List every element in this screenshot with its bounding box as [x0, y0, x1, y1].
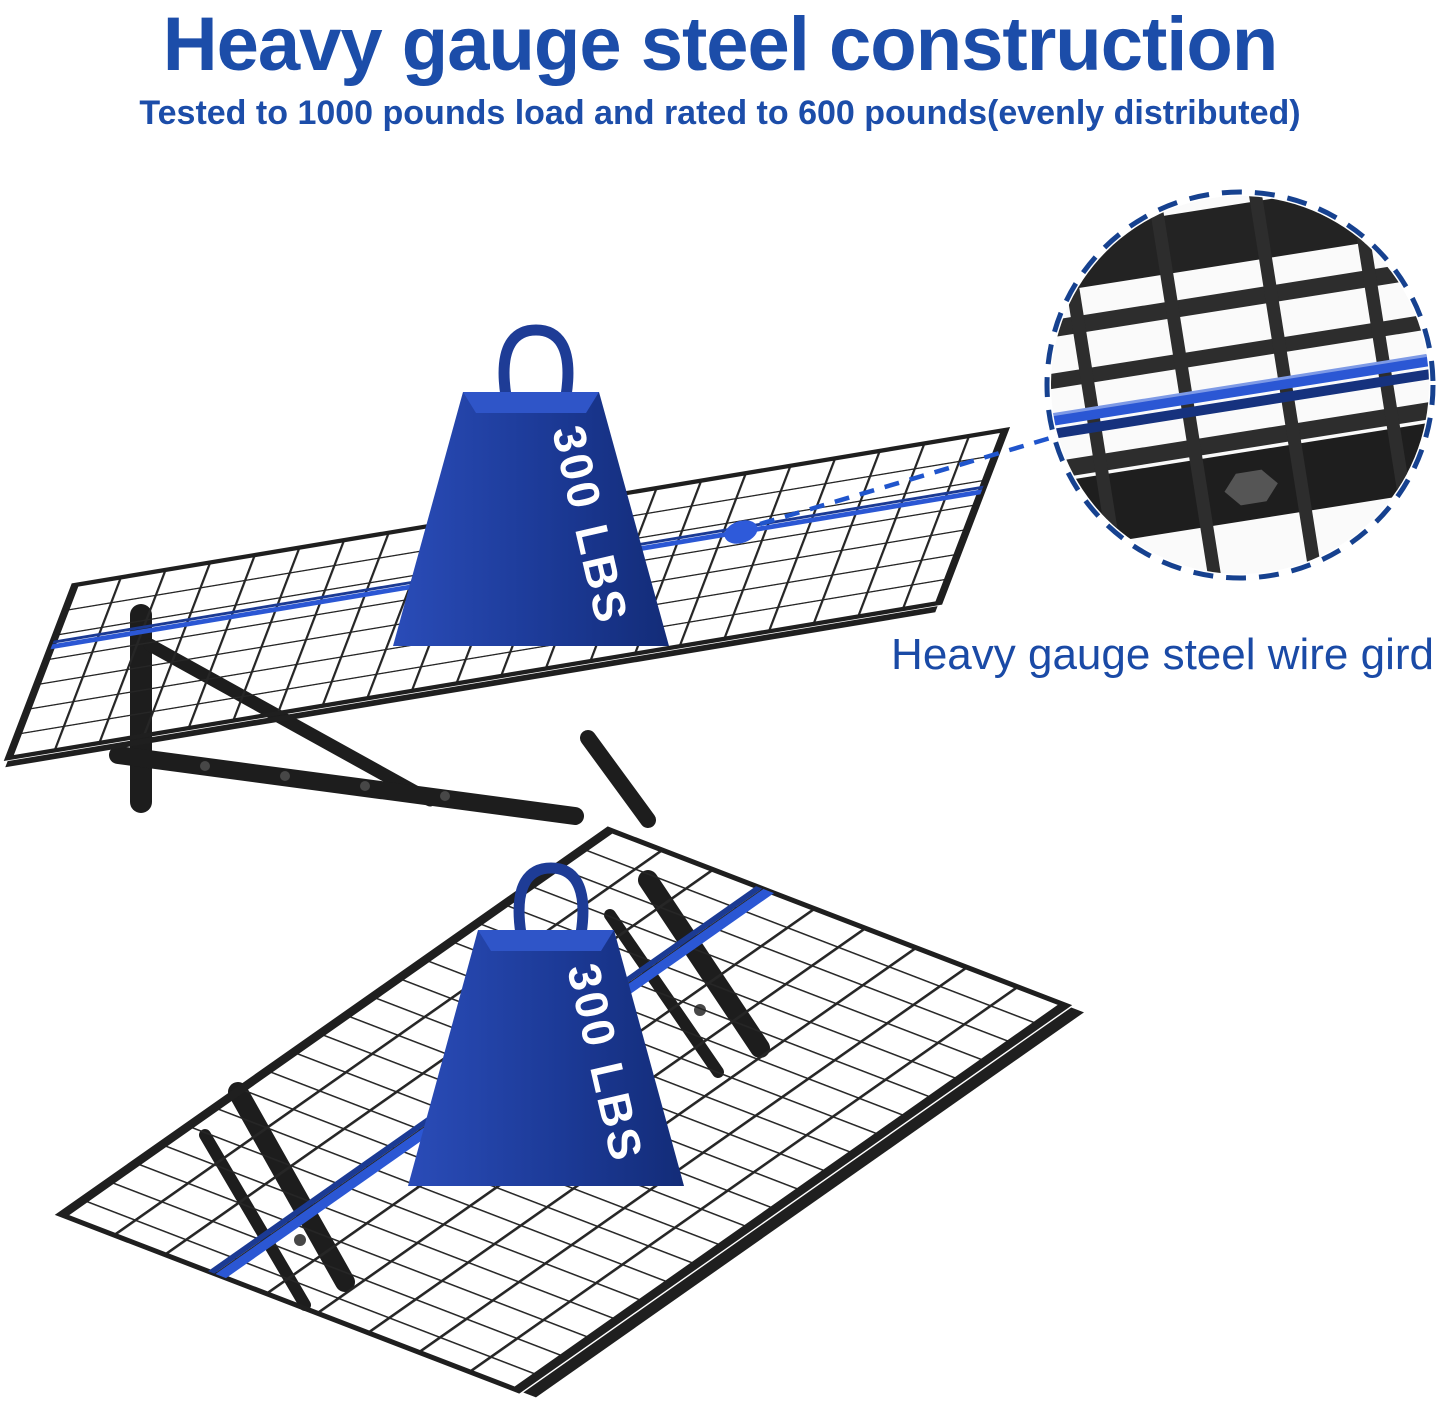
infographic-header: Heavy gauge steel construction Tested to…: [0, 0, 1440, 133]
lower-weight-handle: [513, 862, 589, 940]
upper-weight: 300 LBS: [393, 324, 669, 646]
upper-weight-top-face: [463, 392, 599, 413]
page-subtitle: Tested to 1000 pounds load and rated to …: [139, 94, 1301, 133]
lower-weight-top-face: [478, 930, 614, 951]
page-title: Heavy gauge steel construction: [162, 2, 1279, 87]
bracket-hole: [440, 791, 450, 801]
lens-wire-highlight: [1051, 349, 1429, 421]
feature-callout: Heavy gauge steel wire gird: [891, 630, 1434, 679]
upper-weight-handle: [498, 324, 574, 402]
upper-shelf: 300 LBS: [3, 324, 1011, 828]
bracket-hole: [200, 761, 210, 771]
magnifier-connector: [724, 433, 1058, 544]
lens-wire-shadow: [1051, 364, 1429, 444]
bracket-hole: [360, 781, 370, 791]
lower-weight-body: [408, 930, 684, 1186]
bracket-hole: [280, 771, 290, 781]
upper-weight-body: [393, 392, 669, 646]
lens-highlight-wire: [1051, 349, 1429, 431]
lower-shelf: 300 LBS: [54, 826, 1084, 1398]
highlight-dot: [724, 520, 758, 544]
hex-mount-hole: [1224, 469, 1278, 506]
magnifier-content: [1051, 196, 1429, 574]
magnifier-inset: [1044, 189, 1436, 581]
